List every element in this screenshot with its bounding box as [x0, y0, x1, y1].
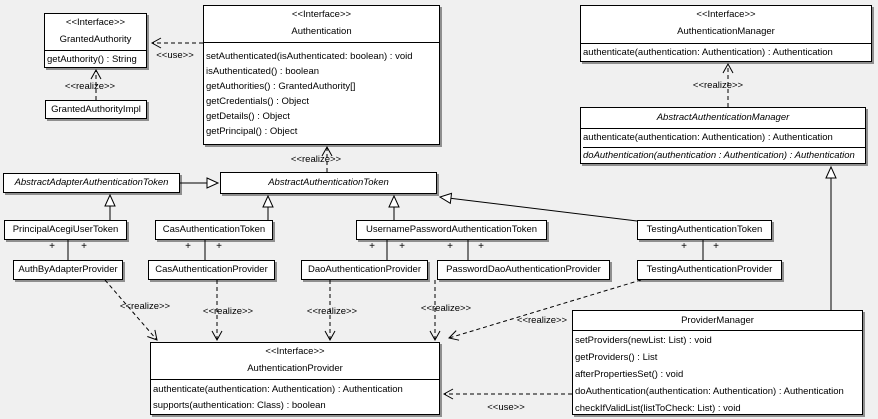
multiplicity-label: +	[185, 241, 191, 252]
class-title: <<Interface>> Authentication	[204, 6, 439, 43]
class-authentication-provider: <<Interface>> AuthenticationProvider aut…	[150, 342, 440, 415]
edge-label-realize: <<realize>>	[692, 80, 744, 91]
class-granted-authority-impl: GrantedAuthorityImpl	[45, 100, 147, 119]
multiplicity-label: +	[713, 241, 719, 252]
class-name: PasswordDaoAuthenticationProvider	[446, 264, 601, 275]
class-name: DaoAuthenticationProvider	[307, 264, 421, 275]
method-label: setProviders(newList: List) : void	[575, 335, 712, 346]
edge-label-realize: <<realize>>	[64, 81, 116, 92]
method-label: setAuthenticated(isAuthenticated: boolea…	[206, 51, 413, 62]
class-name: ProviderManager	[681, 315, 754, 326]
method-label: getProviders() : List	[575, 352, 658, 363]
class-dao-authentication-provider: DaoAuthenticationProvider	[301, 260, 428, 280]
class-provider-manager: ProviderManager setProviders(newList: Li…	[572, 310, 863, 415]
method-label: authenticate(authentication: Authenticat…	[583, 47, 833, 58]
stereotype-label: <<Interface>>	[265, 346, 325, 357]
class-title: <<Interface>> AuthenticationProvider	[151, 343, 439, 380]
method-label: supports(authentication: Class) : boolea…	[153, 400, 326, 411]
multiplicity-label: +	[447, 241, 453, 252]
method-label: getCredentials() : Object	[206, 96, 309, 107]
class-name: AuthenticationManager	[677, 26, 775, 37]
class-title: <<Interface>> GrantedAuthority	[45, 14, 146, 51]
abstract-method-label: doAuthentication(authentication : Authen…	[583, 150, 855, 161]
class-username-password-authentication-token: UsernamePasswordAuthenticationToken	[356, 220, 547, 240]
class-abstract-authentication-token: AbstractAuthenticationToken	[220, 172, 437, 194]
class-title: ProviderManager	[573, 311, 862, 331]
class-name: CasAuthenticationProvider	[155, 264, 268, 275]
class-name: AbstractAdapterAuthenticationToken	[14, 177, 169, 188]
method-label: afterPropertiesSet() : void	[575, 369, 684, 380]
edge-label-realize: <<realize>>	[119, 301, 171, 312]
method-label: getPrincipal() : Object	[206, 126, 298, 137]
method-label: isAuthenticated() : boolean	[206, 66, 320, 77]
method-label: doAuthentication(authentication: Authent…	[575, 386, 844, 397]
class-password-dao-authentication-provider: PasswordDaoAuthenticationProvider	[437, 260, 610, 280]
edge-generalization-testingauthenticationtoken	[438, 192, 638, 222]
class-name: TestingAuthenticationToken	[646, 224, 763, 235]
stereotype-label: <<Interface>>	[65, 17, 126, 28]
edge-label-use: <<use>>	[156, 50, 194, 61]
method-label: getDetails() : Object	[206, 111, 290, 122]
class-title: <<Interface>> AuthenticationManager	[581, 6, 871, 44]
method-label: getAuthority() : String	[47, 54, 137, 65]
class-name: UsernamePasswordAuthenticationToken	[365, 224, 538, 235]
class-cas-authentication-provider: CasAuthenticationProvider	[148, 260, 275, 280]
edge-label-realize: <<realize>>	[306, 306, 358, 317]
class-name: GrantedAuthorityImpl	[51, 104, 141, 115]
edge-label-realize: <<realize>>	[516, 315, 568, 326]
multiplicity-label: +	[216, 241, 222, 252]
class-cas-authentication-token: CasAuthenticationToken	[155, 220, 273, 240]
class-auth-by-adapter-provider: AuthByAdapterProvider	[13, 260, 123, 280]
class-testing-authentication-token: TestingAuthenticationToken	[637, 220, 772, 240]
class-name: TestingAuthenticationProvider	[646, 264, 773, 275]
edge-label-use: <<use>>	[487, 402, 525, 413]
method-label: authenticate(authentication: Authenticat…	[153, 384, 403, 395]
stereotype-label: <<Interface>>	[291, 9, 352, 20]
class-title: AbstractAuthenticationManager	[581, 108, 865, 129]
class-principal-acegi-user-token: PrincipalAcegiUserToken	[4, 220, 127, 240]
class-abstract-adapter-authentication-token: AbstractAdapterAuthenticationToken	[3, 173, 180, 193]
class-name: AuthByAdapterProvider	[18, 264, 118, 275]
method-label: authenticate(authentication: Authenticat…	[583, 129, 865, 148]
edge-label-realize: <<realize>>	[420, 303, 472, 314]
class-name: PrincipalAcegiUserToken	[12, 224, 119, 235]
class-name: GrantedAuthority	[59, 34, 132, 45]
stereotype-label: <<Interface>>	[696, 9, 756, 20]
class-testing-authentication-provider: TestingAuthenticationProvider	[637, 260, 782, 280]
method-label: checkIfValidList(listToCheck: List) : vo…	[575, 403, 741, 414]
class-name: AuthenticationProvider	[247, 363, 343, 374]
multiplicity-label: +	[369, 241, 375, 252]
class-granted-authority: <<Interface>> GrantedAuthority getAuthor…	[44, 13, 147, 68]
edge-label-realize: <<realize>>	[290, 154, 342, 165]
class-name: CasAuthenticationToken	[162, 224, 266, 235]
method-label: getAuthorities() : GrantedAuthority[]	[206, 81, 356, 92]
multiplicity-label: +	[399, 241, 405, 252]
multiplicity-label: +	[681, 241, 687, 252]
multiplicity-label: +	[49, 241, 55, 252]
class-name: AbstractAuthenticationToken	[268, 177, 389, 188]
class-authentication: <<Interface>> Authentication setAuthenti…	[203, 5, 440, 145]
class-abstract-authentication-manager: AbstractAuthenticationManager authentica…	[580, 107, 866, 164]
class-authentication-manager: <<Interface>> AuthenticationManager auth…	[580, 5, 872, 62]
multiplicity-label: +	[478, 241, 484, 252]
class-name: Authentication	[291, 26, 352, 37]
edge-label-realize: <<realize>>	[202, 306, 254, 317]
multiplicity-label: +	[81, 241, 87, 252]
class-name: AbstractAuthenticationManager	[656, 112, 790, 123]
